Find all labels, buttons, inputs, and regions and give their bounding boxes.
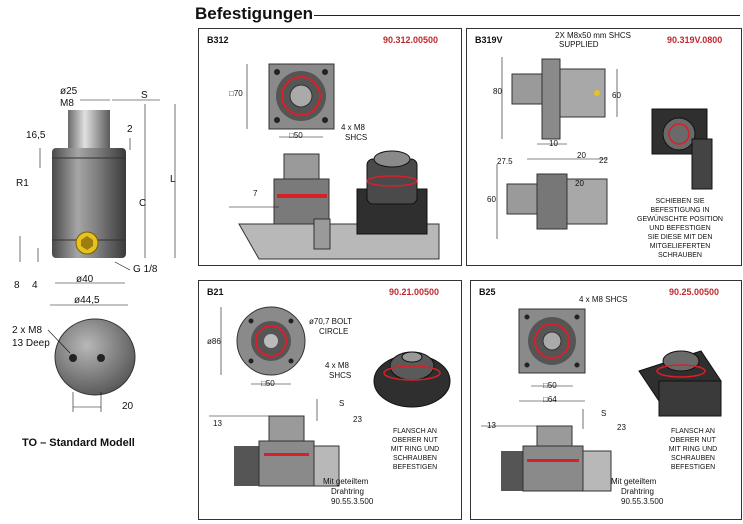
panel-tag: B25 <box>479 287 496 297</box>
screws-label: 4 x M8 SHCS <box>579 295 628 304</box>
dim-64: □64 <box>543 395 557 404</box>
title-rule <box>314 15 740 16</box>
note-line: OBERER NUT <box>392 437 438 444</box>
screws-label-2: SHCS <box>329 371 352 380</box>
main-cylinder-drawing: ø25 M8 S 16,5 2 R1 C L 8 4 ø40 G 1/8 ø44… <box>0 0 190 430</box>
footer-caption: TO – Standard Modell <box>22 437 135 449</box>
panel-b25: B25 90.25.00500 4 x M8 SHCS □50 □64 S 13… <box>470 280 742 520</box>
dim-50: □50 <box>543 381 557 390</box>
dim-50: □50 <box>289 131 303 140</box>
note-line: SIE DIESE MIT DEN <box>647 234 713 241</box>
note-line: SCHIEBEN SIE <box>655 198 705 205</box>
b25-svg <box>481 308 722 492</box>
b312-svg <box>229 63 440 260</box>
b21-svg <box>209 306 451 487</box>
label-8: 8 <box>14 280 20 291</box>
note-line: SCHRAUBEN <box>658 252 702 259</box>
bolt-circle-line-2: CIRCLE <box>319 327 349 336</box>
part-number: 90.21.00500 <box>389 287 440 297</box>
b319v-svg <box>496 57 713 239</box>
note-line: BEFESTIGUNG IN <box>650 207 710 214</box>
part-number: 90.319V.0800 <box>667 35 723 45</box>
ring-line-2: Drahtring <box>331 487 364 496</box>
dim-60-section: 60 <box>487 195 496 204</box>
dim-10: 10 <box>549 139 558 148</box>
note-line: BEFESTIGEN <box>392 464 438 471</box>
label-4: 4 <box>32 280 38 291</box>
dim-50: □50 <box>261 379 275 388</box>
ring-line-1: Mit geteiltem <box>323 477 369 486</box>
label-g-1-8: G 1/8 <box>133 264 158 275</box>
note-line: MIT RING UND <box>390 446 440 453</box>
label-diameter-25: ø25 <box>60 86 78 97</box>
dim-60: 60 <box>612 91 621 100</box>
dim-s: S <box>601 409 607 418</box>
dim-23: 23 <box>617 423 626 432</box>
panel-tag: B319V <box>475 35 503 45</box>
part-number: 90.312.00500 <box>383 35 439 45</box>
page-title: Befestigungen <box>195 4 314 23</box>
dim-7: 7 <box>253 189 258 198</box>
note-line: SCHRAUBEN <box>393 455 437 462</box>
screws-label: 4 x M8 <box>341 123 366 132</box>
bottom-depth: 13 Deep <box>12 338 50 349</box>
bottom-thread: 2 x M8 <box>12 325 43 336</box>
bolt-circle-line-1: ø70,7 BOLT <box>309 317 352 326</box>
note-line: MITGELIEFERTEN <box>649 243 711 250</box>
note-line: UND BEFESTIGEN <box>649 225 711 232</box>
panel-b319v: B319V 90.319V.0800 2X M8x50 mm SHCS SUPP… <box>466 28 742 266</box>
dim-13: 13 <box>213 419 222 428</box>
panel-tag: B312 <box>207 35 229 45</box>
note-line: BEFESTIGEN <box>670 464 716 471</box>
note-line: OBERER NUT <box>670 437 716 444</box>
dim-20-top: 20 <box>577 151 586 160</box>
label-l: L <box>170 174 176 185</box>
main-cylinder-svg <box>19 99 176 412</box>
supplied-line-1: 2X M8x50 mm SHCS <box>555 31 632 40</box>
label-diameter-40: ø40 <box>76 274 94 285</box>
supplied-line-2: SUPPLIED <box>559 40 599 49</box>
note-line: FLANSCH AN <box>671 428 715 435</box>
label-m8: M8 <box>60 98 74 109</box>
note-line: SCHRAUBEN <box>671 455 715 462</box>
dim-23: 23 <box>353 415 362 424</box>
panel-tag: B21 <box>207 287 224 297</box>
note-line: GEWÜNSCHTE POSITION <box>637 216 723 223</box>
label-s: S <box>141 90 148 101</box>
dim-22: 22 <box>599 156 608 165</box>
mounting-note: FLANSCH AN OBERER NUT MIT RING UND SCHRA… <box>651 427 735 472</box>
part-number: 90.25.00500 <box>669 287 720 297</box>
mounting-note: FLANSCH AN OBERER NUT MIT RING UND SCHRA… <box>373 427 457 472</box>
ring-line-3: 90.55.3.500 <box>331 497 374 506</box>
mounting-note: SCHIEBEN SIE BEFESTIGUNG IN GEWÜNSCHTE P… <box>625 197 735 260</box>
dim-20-bottom: 20 <box>575 179 584 188</box>
note-line: MIT RING UND <box>668 446 718 453</box>
label-16-5: 16,5 <box>26 130 46 141</box>
dim-70: □70 <box>229 89 243 98</box>
ring-line-1: Mit geteiltem <box>611 477 657 486</box>
screws-label: 4 x M8 <box>325 361 350 370</box>
dim-80: 80 <box>493 87 502 96</box>
ring-line-3: 90.55.3.500 <box>621 497 664 506</box>
dim-86: ø86 <box>207 337 221 346</box>
label-diameter-44-5: ø44,5 <box>74 295 100 306</box>
bottom-spacing: 20 <box>122 401 134 412</box>
screws-label-2: SHCS <box>345 133 368 142</box>
ring-line-2: Drahtring <box>621 487 654 496</box>
note-line: FLANSCH AN <box>393 428 437 435</box>
dim-s: S <box>339 399 345 408</box>
label-r1: R1 <box>16 178 29 189</box>
panel-b21: B21 90.21.00500 ø70,7 BOLT CIRCLE ø86 4 … <box>198 280 462 520</box>
dim-27-5: 27.5 <box>497 157 513 166</box>
label-c: C <box>139 198 147 209</box>
label-2: 2 <box>127 124 133 135</box>
panel-b312: B312 90.312.00500 □70 □50 4 x M8 SHCS 7 <box>198 28 462 266</box>
dim-13: 13 <box>487 421 496 430</box>
